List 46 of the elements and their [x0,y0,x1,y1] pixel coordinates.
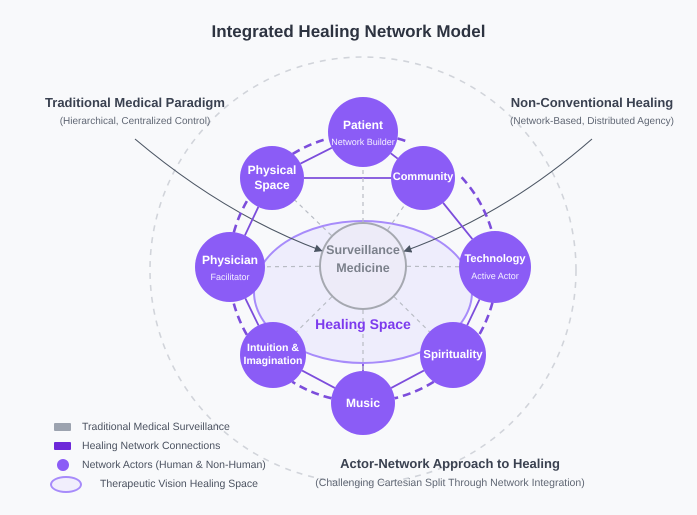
legend-label: Traditional Medical Surveillance [82,421,230,433]
connection-line [244,206,260,236]
spoke-line [296,296,332,332]
spoke-line [362,167,364,222]
actor-circle: Technology Active Actor [459,231,531,303]
legend-label: Network Actors (Human & Non-Human) [82,459,266,471]
spoke-line [394,296,430,332]
actor-circle: Spirituality [420,322,486,388]
actor-circle: Patient Network Builder [328,97,398,167]
curved-arrow [134,138,323,252]
connection-line [390,370,424,389]
spoke-line [387,204,406,230]
connection-line [244,298,260,326]
connection-line [302,370,336,389]
subtitle-text: (Network-Based, Distributed Agency) [510,116,674,127]
heading-text: Non-Conventional Healing [510,95,674,110]
spoke-line [362,310,364,371]
connection-line [442,202,474,240]
curved-arrow [403,138,592,252]
dashed-ring-arc [292,380,332,400]
healing-space-label: Healing Space [315,316,411,332]
actor-circle: Music [331,371,395,435]
actor-circle: Community [391,146,455,210]
spoke-line [407,266,459,268]
connection-line [390,152,398,160]
spoke-line [265,266,319,268]
actor-circle: Physician Facilitator [195,232,265,302]
connection-line [300,146,332,164]
dashed-ring-arc [460,176,494,232]
dashed-ring-arc [232,198,250,233]
spoke-line [294,200,332,236]
center-label: Surveillance Medicine [325,242,401,276]
connection-line [466,299,480,326]
dashed-ring-arc [394,380,434,400]
legend-label: Healing Network Connections [82,440,220,452]
dashed-ring-arc [232,301,248,336]
connection-line [304,177,391,179]
legend-label: Therapeutic Vision Healing Space [100,478,258,490]
actor-circle: Physical Space [240,146,304,210]
heading-text: Traditional Medical Paradigm [45,95,225,110]
dashed-ring-arc [478,302,494,336]
diagram-title: Integrated Healing Network Model [210,22,486,42]
actor-circle: Intuition & Imagination [240,322,306,388]
subtitle-text: (Hierarchical, Centralized Control) [60,116,210,127]
section-subtitle: (Challenging Cartesian Split Through Network Integration) [315,477,585,489]
section-heading: Actor-Network Approach to Healing [340,456,560,471]
